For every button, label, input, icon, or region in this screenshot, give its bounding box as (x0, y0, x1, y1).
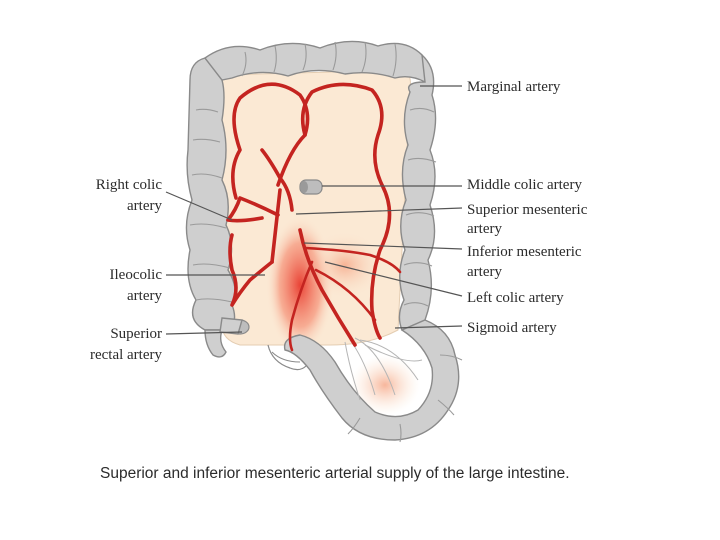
label-ileocolic-artery-line2: artery (127, 288, 162, 304)
label-right-colic-artery-line2: artery (127, 198, 162, 214)
label-superior-mesenteric-artery-line1: Superior mesenteric (467, 202, 588, 218)
label-sigmoid-artery: Sigmoid artery (467, 320, 557, 336)
label-inferior-mesenteric-artery-line1: Inferior mesenteric (467, 244, 582, 260)
label-left-colic-artery: Left colic artery (467, 290, 564, 306)
label-superior-rectal-artery-line2: rectal artery (90, 347, 163, 363)
label-superior-rectal-artery-line1: Superior (110, 326, 162, 342)
label-inferior-mesenteric-artery-line2: artery (467, 264, 502, 280)
label-marginal-artery: Marginal artery (467, 79, 561, 95)
figure-caption: Superior and inferior mesenteric arteria… (100, 465, 570, 482)
appendix (205, 330, 226, 357)
label-superior-mesenteric-artery-line2: artery (467, 221, 502, 237)
label-middle-colic-artery: Middle colic artery (467, 177, 582, 193)
label-right-colic-artery-line1: Right colic (96, 177, 163, 193)
label-ileocolic-artery-line1: Ileocolic (110, 267, 163, 283)
